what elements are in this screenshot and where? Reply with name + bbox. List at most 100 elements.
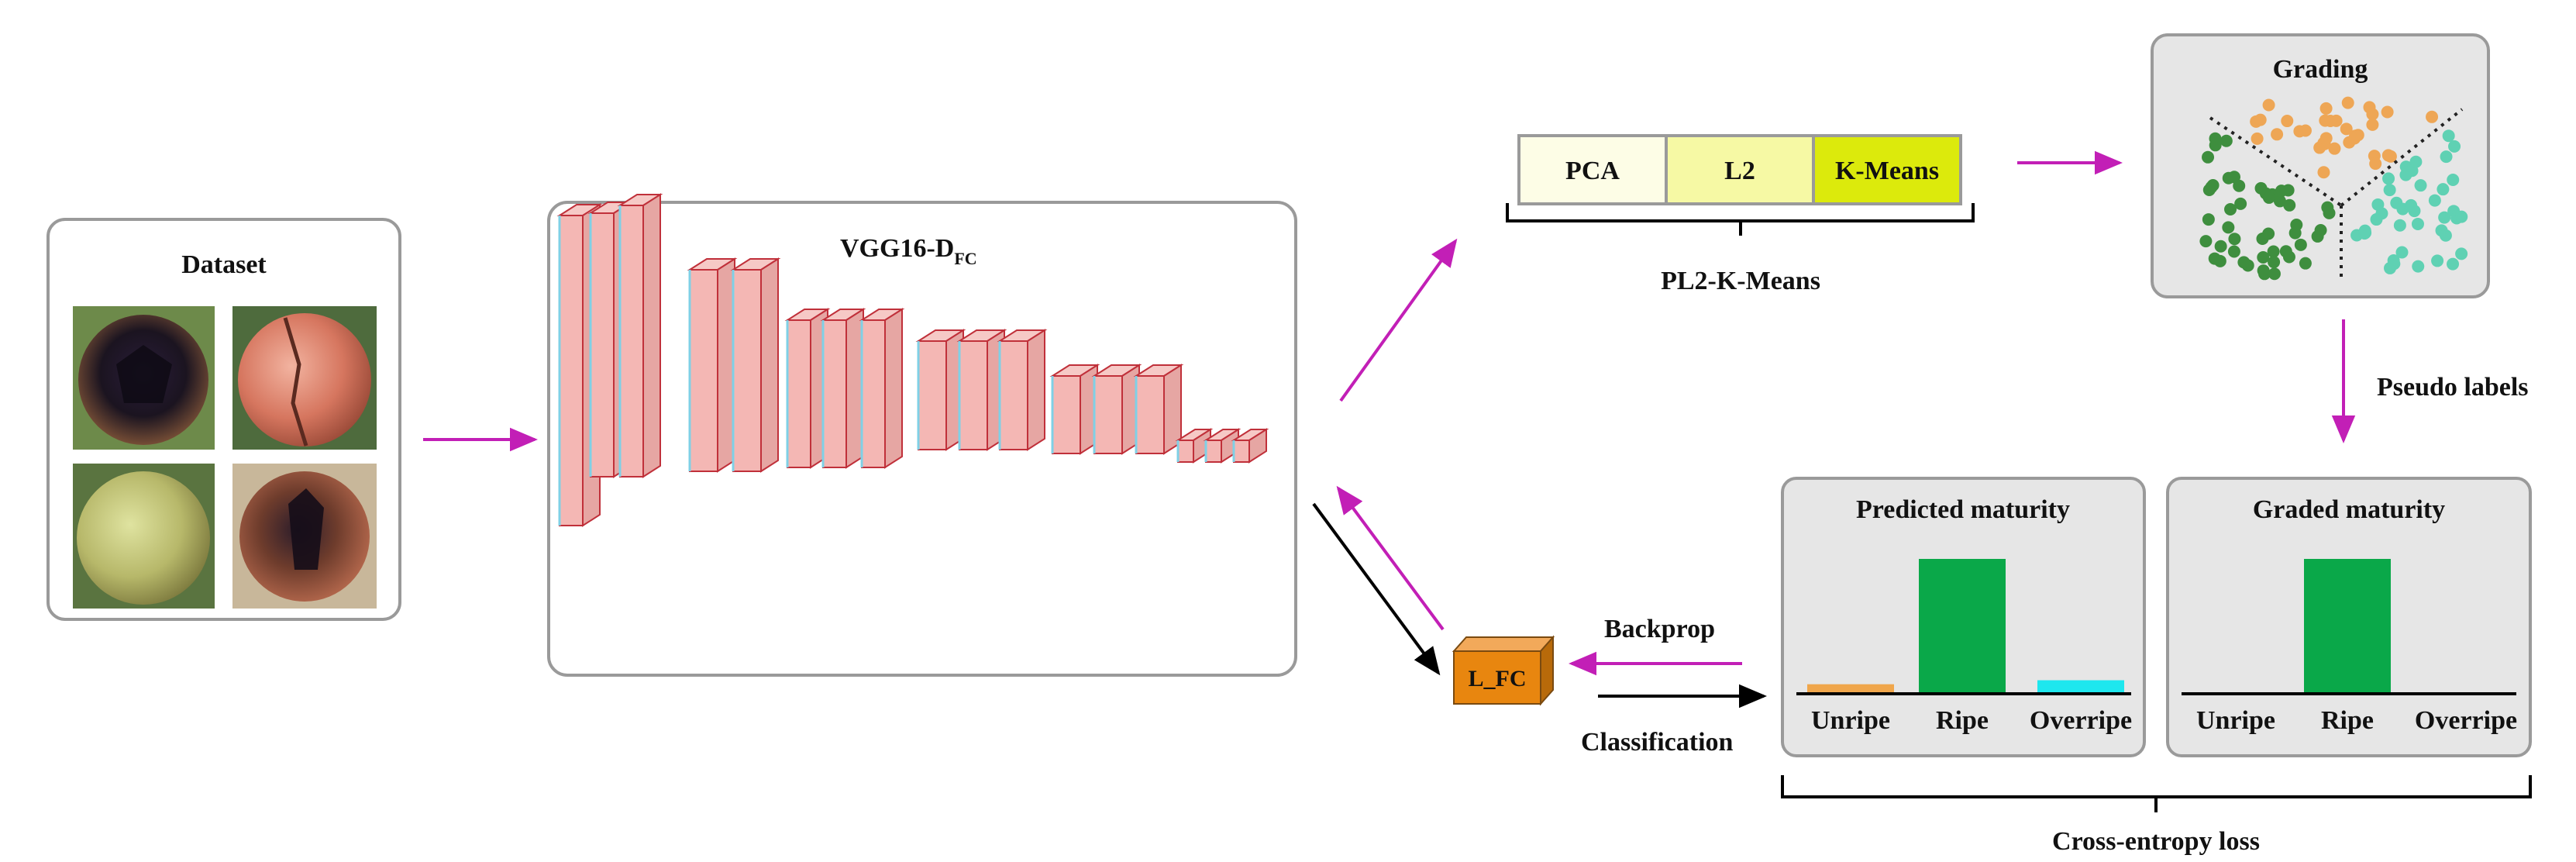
vgg-layer — [915, 329, 966, 451]
loss-label: Cross-entropy loss — [2052, 827, 2260, 856]
lfc-label: L_FC — [1469, 666, 1527, 691]
vgg-layer — [784, 308, 831, 469]
cluster-dot — [2409, 155, 2423, 168]
cluster-dot — [2214, 240, 2227, 253]
vgg-layer — [1091, 364, 1142, 455]
cluster-dot — [2268, 256, 2281, 269]
cluster-dot — [2251, 132, 2264, 145]
cluster-dot — [2321, 201, 2334, 214]
pl2-box-l2: L2 — [1665, 134, 1815, 205]
tick-label: Overripe — [2030, 706, 2132, 735]
cluster-dot — [2283, 198, 2296, 212]
cluster-dot — [2202, 213, 2215, 226]
cluster-dot — [2438, 211, 2451, 224]
cluster-dot — [2366, 118, 2379, 131]
classification-label: Classification — [1581, 728, 1734, 757]
cluster-dot — [2426, 110, 2439, 123]
cluster-dot — [2227, 245, 2240, 258]
tick-label: Unripe — [1811, 706, 1890, 735]
cluster-dot — [2224, 202, 2237, 216]
svg-text:K-Means: K-Means — [1835, 157, 1939, 185]
cluster-dot — [2447, 257, 2460, 271]
vgg-layer — [859, 308, 905, 469]
cluster-dot — [2268, 267, 2281, 281]
cluster-dot — [2381, 105, 2394, 119]
cluster-dot — [2279, 245, 2292, 258]
arrow-vgg-to-pl2 — [1339, 238, 1458, 402]
cluster-dot — [2340, 122, 2353, 136]
cluster-dot — [2222, 221, 2235, 234]
cluster-dot — [2234, 197, 2247, 210]
cluster-dot — [2440, 150, 2453, 164]
cluster-dot — [2395, 246, 2409, 259]
cluster-dot — [2220, 134, 2233, 147]
cluster-dot — [2399, 168, 2412, 181]
cluster-dot — [2202, 184, 2216, 197]
cluster-dot — [2262, 227, 2275, 240]
cluster-dot — [2393, 219, 2406, 232]
tick-label: Ripe — [1936, 706, 1989, 735]
cluster-dot — [2369, 157, 2382, 171]
cluster-dot — [2294, 238, 2307, 251]
cluster-dot — [2437, 183, 2450, 196]
split-fruit-icon — [232, 464, 377, 609]
cluster-dot — [2293, 125, 2306, 138]
arrow-vgg-to-lfc — [1312, 502, 1441, 676]
cluster-dot — [2455, 210, 2468, 223]
cluster-dot — [2237, 256, 2251, 269]
green-fruit-icon — [73, 464, 215, 609]
cluster-dot — [2319, 102, 2333, 115]
cluster-dot — [2319, 132, 2333, 145]
cluster-dot — [2258, 267, 2271, 281]
pseudo-labels-label: Pseudo labels — [2377, 373, 2529, 402]
cluster-dot — [2254, 181, 2268, 195]
vgg-layer — [1231, 428, 1269, 464]
tick-label: Overripe — [2415, 706, 2517, 735]
cluster-dot — [2290, 219, 2303, 232]
pl2-bracket — [1506, 203, 1975, 222]
vgg-title: VGG16-DFC — [840, 234, 977, 268]
bar-unripe — [1807, 684, 1894, 692]
cluster-dot — [2431, 254, 2444, 267]
cluster-dot — [2428, 194, 2441, 207]
lfc-block: L_FC — [1452, 635, 1555, 706]
cluster-dot — [2366, 108, 2379, 121]
cluster-dot — [2381, 149, 2395, 162]
cluster-dot — [2439, 229, 2452, 242]
cluster-dot — [2412, 260, 2425, 273]
dataset-title: Dataset — [181, 250, 267, 279]
cluster-dot — [2384, 261, 2397, 274]
pl2-box-k-means: K-Means — [1812, 134, 1962, 205]
vgg-layer — [956, 329, 1007, 451]
cluster-dot — [2199, 235, 2213, 248]
graded-title: Graded maturity — [2253, 495, 2445, 524]
cluster-dot — [2414, 179, 2427, 192]
cluster-dot — [2262, 98, 2275, 112]
vgg-layer — [730, 257, 781, 473]
grading-title: Grading — [2273, 55, 2368, 84]
cluster-dot — [2228, 233, 2241, 246]
cluster-boundaries — [2209, 108, 2464, 279]
dataset-panel: Dataset — [46, 218, 401, 621]
cluster-dot — [2383, 184, 2396, 197]
cluster-dot — [2358, 224, 2371, 237]
cluster-dot — [2371, 198, 2385, 211]
cluster-dot — [2455, 247, 2468, 260]
cluster-dot — [2311, 229, 2324, 243]
vgg-layer — [617, 193, 663, 478]
vgg-panel: VGG16-DFC — [547, 193, 1297, 677]
cluster-dot — [2233, 179, 2246, 192]
cluster-dot — [2348, 132, 2361, 145]
cluster-dot — [2442, 129, 2455, 143]
cluster-dot — [2275, 184, 2288, 198]
vgg-layer — [1175, 428, 1214, 464]
backprop-label: Backprop — [1604, 615, 1715, 643]
vgg-layer — [687, 257, 738, 473]
bar-ripe — [1919, 559, 2006, 692]
cluster-dot — [2382, 172, 2395, 185]
loss-bracket — [1781, 775, 2532, 798]
